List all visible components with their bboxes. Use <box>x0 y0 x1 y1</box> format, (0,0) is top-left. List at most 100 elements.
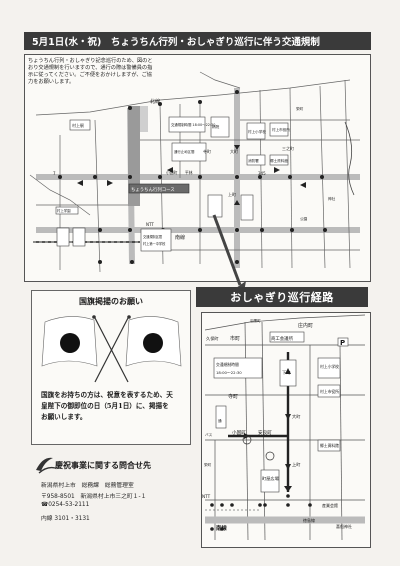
route-label-cityhall: 村上市役所 <box>320 389 339 394</box>
north-road <box>35 79 351 116</box>
route-label-jikan: 交通規制時間 <box>216 362 239 367</box>
label-ogawa: 小国町 <box>166 170 178 175</box>
label-tera: 寺町 <box>203 148 211 154</box>
contact-address: 〒958-8501 新潟県村上市三之町１-１ <box>41 494 147 500</box>
route-label-omachi: 大町 <box>292 413 301 420</box>
school-building <box>246 122 266 140</box>
flag-pole-right <box>94 317 129 383</box>
shoko-building <box>269 331 305 343</box>
route-label-ogoku: 小国町 <box>232 429 246 436</box>
label-chochin-course: ちょうちん行列コース <box>131 186 175 193</box>
schedule-box <box>168 116 206 133</box>
route-label-haguro: 羽黒町 <box>250 319 261 323</box>
route-label-tori: 通 <box>218 418 222 423</box>
label-kita: 北線 <box>150 98 160 105</box>
restricted-zone-left-minor <box>140 106 148 132</box>
route-label-shimo: 下町 <box>282 370 291 376</box>
route-arrows <box>244 368 292 492</box>
direction-arrows <box>77 145 306 205</box>
notice-text: ちょうちん行列・おしゃぎり記念巡行のため、図のとおり交通規制を行いますので、通行… <box>28 58 153 85</box>
flag-request-panel: 国旗掲揚のお願い <box>31 290 191 445</box>
museum-building <box>269 154 289 166</box>
route-label-school: 村上小学校 <box>320 364 339 369</box>
label-sakae: 栄町 <box>296 106 304 111</box>
station-building <box>69 119 91 131</box>
river <box>344 121 355 196</box>
flag-left-disc <box>60 333 80 353</box>
block-info-box <box>171 142 207 162</box>
route-label-shrine: 喜船神社 <box>336 523 352 529</box>
parking-box <box>337 337 349 347</box>
route-header-bar: おしゃぎり巡行経路 <box>196 287 368 307</box>
page-header-bar: 5月1日(水・祝) ちょうちん行列・おしゃぎり巡行に伴う交通規制 <box>24 32 371 50</box>
route-road-top <box>204 314 366 331</box>
label-heiwa: 平林 <box>185 170 193 175</box>
route-label-minami: 南線 <box>216 524 227 532</box>
route-label-shomachi: 庄内町 <box>298 322 313 329</box>
label-sub-note: 通行止め区間 <box>174 149 195 154</box>
contact-phone: ☎0254-53-2111 <box>41 502 90 508</box>
contact-logo-icon <box>36 457 56 474</box>
route-circle-marker-a <box>242 435 252 445</box>
time-box <box>213 357 263 379</box>
contact-extension: 内線 3101・3131 <box>41 516 90 522</box>
label-oomachi: 大町 <box>230 148 238 154</box>
route-kubo-building <box>215 405 227 429</box>
traffic-map-panel <box>24 54 371 282</box>
route-label-kubo: 久保町 <box>206 335 219 342</box>
route-label-ichi: 市町 <box>230 335 240 342</box>
route-label-jikan-2: 18:00～22:30 <box>216 370 242 375</box>
route-label-hiroba: 町屋広場 <box>262 475 280 482</box>
route-museum-building <box>317 439 341 452</box>
route-label-sangyo: 産業会館 <box>322 502 338 508</box>
route-signals <box>210 494 312 531</box>
label-minami: 南線 <box>175 234 185 241</box>
route-cityhall-building <box>317 384 341 398</box>
chochin-course-box <box>128 183 190 194</box>
page-title: 5月1日(水・祝) ちょうちん行列・おしゃぎり巡行に伴う交通規制 <box>32 37 320 48</box>
sanno-building <box>240 194 254 221</box>
gakuen-building <box>55 206 79 215</box>
label-city-hall: 村上市役所 <box>272 127 290 132</box>
route-label-shoko: 商工会議所 <box>271 335 294 342</box>
restricted-zone-left <box>128 106 140 206</box>
route-label-museum: 郷土資料館 <box>320 443 339 448</box>
label-uemachi: 上町 <box>228 191 236 197</box>
link-arrow-shaft <box>212 214 242 286</box>
route-label-ntt: NTT <box>202 494 211 499</box>
label-school2: 村上第一中学校 <box>143 241 166 246</box>
flag-right-disc <box>143 333 163 353</box>
label-fire: 消防署 <box>248 158 259 163</box>
route-label-tera: 寺町 <box>228 394 238 400</box>
label-block-section: 交通規制区間 <box>143 234 162 239</box>
label-gakuen: 村上学園 <box>57 208 71 213</box>
label-sannomachi: 三之町 <box>282 145 294 151</box>
route-map-panel <box>201 312 371 548</box>
label-hospital: 病院 <box>212 124 220 129</box>
route-label-uemachi: 上町 <box>292 461 301 467</box>
contact-department: 新潟県村上市 総務課 総務管理室 <box>41 483 134 489</box>
contact-panel: 慶祝事業に関する問合せ先 新潟県村上市 総務課 総務管理室 〒958-8501 … <box>31 456 191 532</box>
label-school: 村上小学校 <box>248 129 266 134</box>
hospital-building <box>210 116 230 138</box>
flag-request-text: 国旗をお持ちの方は、祝意を表するため、天皇陛下の御即位の日（5月1日）に、掲揚を… <box>41 391 173 421</box>
route-school-building <box>317 357 341 379</box>
note-box <box>140 228 172 252</box>
route-circle-marker-b <box>265 451 275 461</box>
label-park: 公園 <box>300 216 308 221</box>
label-museum: 郷土資料館 <box>270 158 288 163</box>
label-ntt: NTT <box>146 222 154 227</box>
route-label-parking: P <box>340 339 345 347</box>
route-label-sakae: 栄町 <box>204 462 212 467</box>
label-route-7: 7 <box>53 171 56 176</box>
small-building-a <box>56 227 70 247</box>
label-shrine: 神社 <box>328 196 336 201</box>
fire-station-building <box>246 154 266 166</box>
city-hall-building <box>269 122 289 137</box>
small-building-b <box>72 227 86 247</box>
label-station: 村上駅 <box>72 122 84 128</box>
route-label-tokushima: 徳島線 <box>303 517 315 523</box>
